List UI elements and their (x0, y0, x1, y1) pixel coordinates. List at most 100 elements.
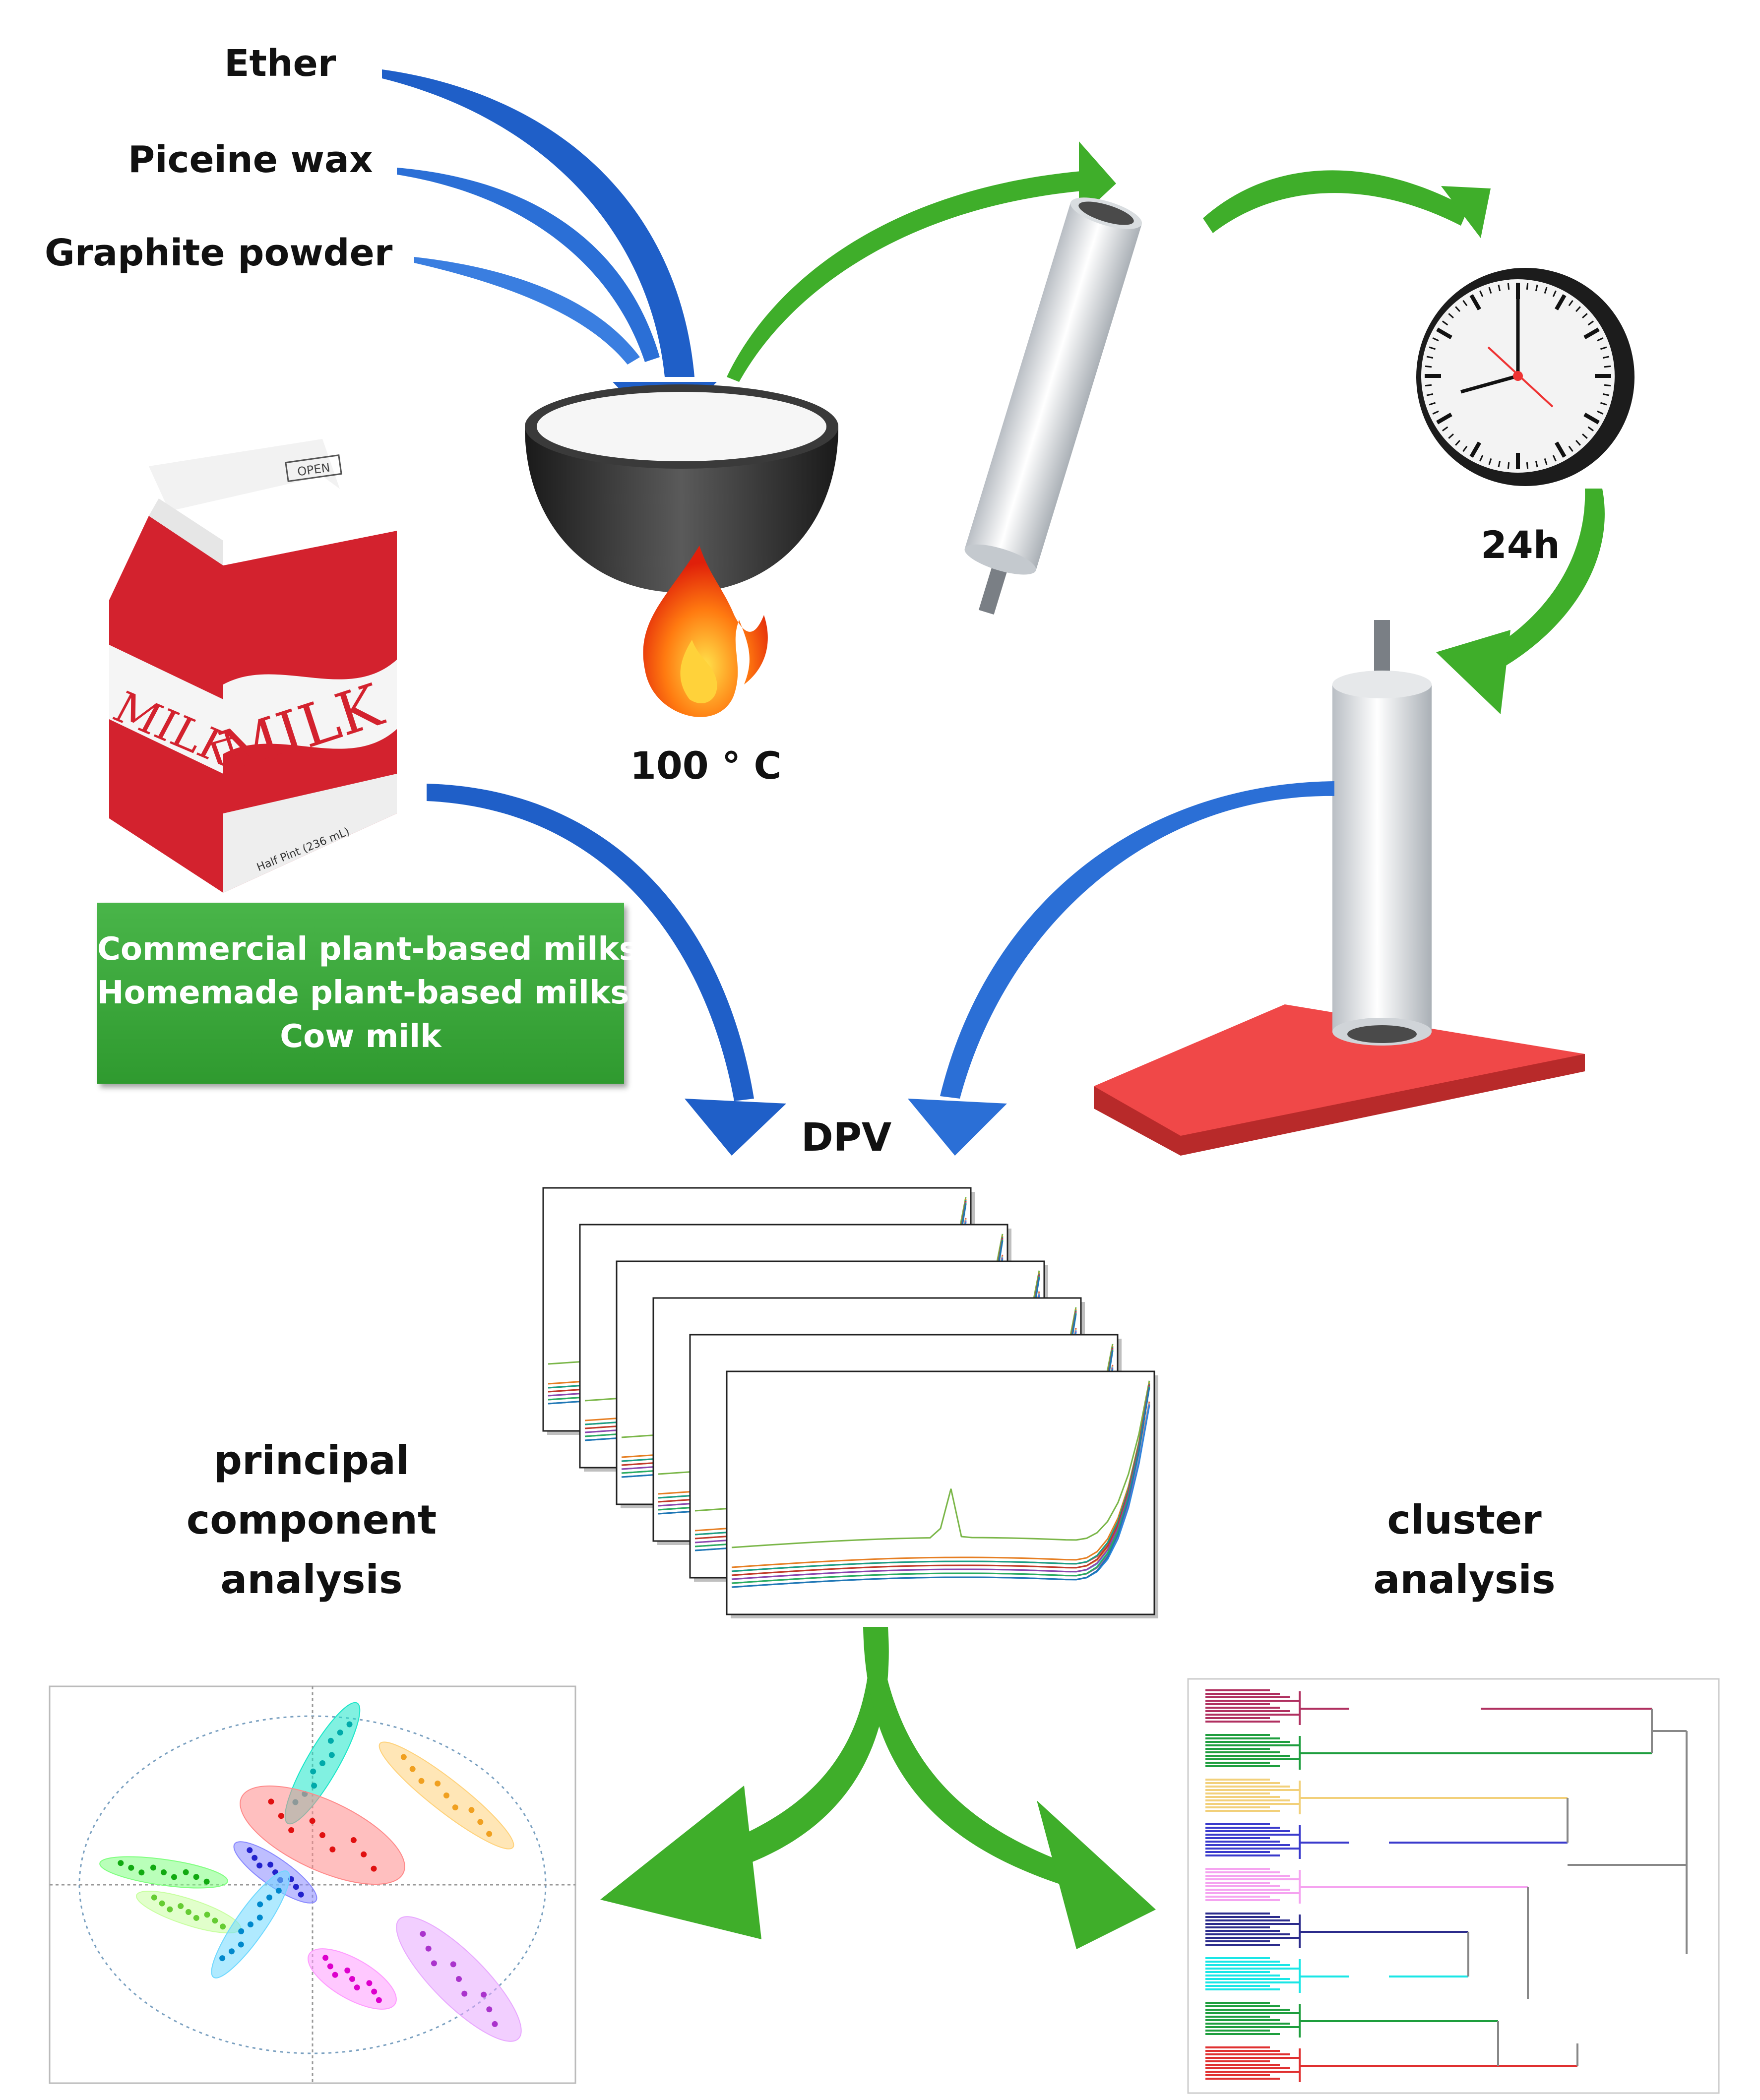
electrode-stand-icon (1094, 620, 1585, 1156)
ether-arrow (382, 69, 694, 377)
green-arrow-to-stand (1436, 489, 1605, 714)
sample-commercial: Commercial plant-based milks (97, 931, 638, 968)
pca-score-point (443, 1792, 449, 1798)
dpv-trace (731, 1382, 1150, 1568)
graphite-powder-label: Graphite powder (45, 232, 393, 274)
pca-score-point (452, 1804, 458, 1811)
pca-score-point (193, 1915, 199, 1921)
clock-tick (1587, 426, 1594, 432)
pca-title-line-2: component (186, 1497, 437, 1543)
pca-cluster (99, 1856, 228, 1889)
dpv-trace (731, 1385, 1150, 1580)
clock-tick (1552, 455, 1557, 462)
pca-score-point (481, 1991, 487, 1998)
blue-arrow-from-samples (427, 784, 786, 1156)
piceine-wax-label: Piceine wax (128, 138, 373, 181)
pca-score-point (251, 1854, 258, 1861)
sample-cow: Cow milk (280, 1018, 441, 1055)
pca-score-point (238, 1941, 244, 1948)
pca-cluster (378, 1741, 514, 1850)
clock-tick (1442, 426, 1448, 432)
pca-score-point (220, 1923, 226, 1930)
clock-tick (1582, 313, 1588, 319)
electrode-tube-icon (964, 197, 1142, 615)
pca-score-point (425, 1945, 432, 1952)
pca-score-point (435, 1780, 441, 1787)
pca-score-point (349, 1976, 355, 1982)
pca-score-point (150, 1864, 157, 1871)
pca-score-point (371, 1988, 377, 1995)
pca-score-point (361, 1851, 367, 1857)
pca-title-line-3: analysis (220, 1556, 403, 1603)
pca-score-point (118, 1860, 124, 1866)
pca-score-point (268, 1798, 274, 1805)
pca-score-point (309, 1818, 315, 1824)
pca-score-point (327, 1737, 334, 1744)
pca-score-point (167, 1906, 173, 1913)
pca-score-point (371, 1865, 377, 1872)
clock-tick (1555, 294, 1567, 310)
pca-score-point (228, 1948, 235, 1955)
pca-score-point (247, 1847, 253, 1853)
pca-score-point (186, 1909, 191, 1915)
pca-score-point (337, 1729, 343, 1736)
pca-cluster (396, 1916, 522, 2042)
clock-tick (1462, 445, 1468, 452)
clock-tick (1507, 462, 1510, 469)
temperature-label: 100 ° C (630, 743, 782, 788)
cluster-dendrogram (1187, 1678, 1720, 2094)
clock-tick (1436, 327, 1452, 339)
clock-tick (1469, 441, 1481, 458)
pca-score-point (178, 1903, 184, 1910)
pca-score-point (183, 1869, 189, 1875)
cluster-title-line-1: cluster (1387, 1497, 1542, 1543)
clock-tick (1436, 413, 1452, 425)
ether-label: Ether (224, 42, 336, 85)
pca-score-point (477, 1819, 484, 1825)
pca-score-point (257, 1901, 263, 1908)
pca-score-point (456, 1976, 462, 1982)
pca-score-point (409, 1766, 416, 1772)
clock-tick (1544, 458, 1548, 465)
pca-score-point (278, 1813, 284, 1819)
pca-cluster (240, 1785, 405, 1885)
clock-tick (1488, 458, 1492, 465)
clock-tick (1597, 410, 1604, 415)
pca-score-point (204, 1912, 210, 1918)
clock-tick (1602, 356, 1610, 359)
pca-score-point (350, 1837, 357, 1844)
clock-tick (1600, 346, 1607, 350)
pca-score-point (431, 1960, 437, 1967)
clock-tick (1555, 441, 1567, 458)
clock-tick (1535, 460, 1538, 468)
blue-arrow-from-electrode (908, 781, 1334, 1156)
samples-box: Commercial plant-based milks Homemade pl… (97, 903, 638, 1084)
clock-tick (1602, 393, 1610, 396)
pca-score-point (450, 1961, 456, 1968)
clock-tick (1507, 283, 1510, 290)
clock-tick (1479, 455, 1484, 462)
green-arrows-to-analysis (600, 1627, 1156, 1949)
pca-score-point (486, 2006, 493, 2013)
clock-tick (1488, 287, 1492, 294)
pca-score-point (193, 1874, 199, 1880)
clock-tick (1575, 306, 1581, 312)
pca-score-point (366, 1980, 373, 1986)
dpv-panel (726, 1370, 1158, 1618)
pca-score-point (128, 1864, 134, 1871)
pca-score-point (344, 1967, 351, 1974)
pca-score-point (400, 1754, 407, 1760)
pca-score-point (346, 1721, 353, 1728)
clock-tick (1597, 337, 1604, 342)
clock-tick (1575, 440, 1581, 446)
clock-tick (1600, 402, 1607, 406)
pca-score-point (238, 1928, 245, 1934)
input-arrows (382, 69, 717, 436)
clock-tick (1568, 300, 1573, 307)
clock-tick (1429, 402, 1436, 406)
pca-score-point (203, 1878, 210, 1885)
clock-tick (1455, 306, 1461, 312)
pca-score-point (332, 1972, 338, 1978)
clock-tick (1432, 337, 1439, 342)
